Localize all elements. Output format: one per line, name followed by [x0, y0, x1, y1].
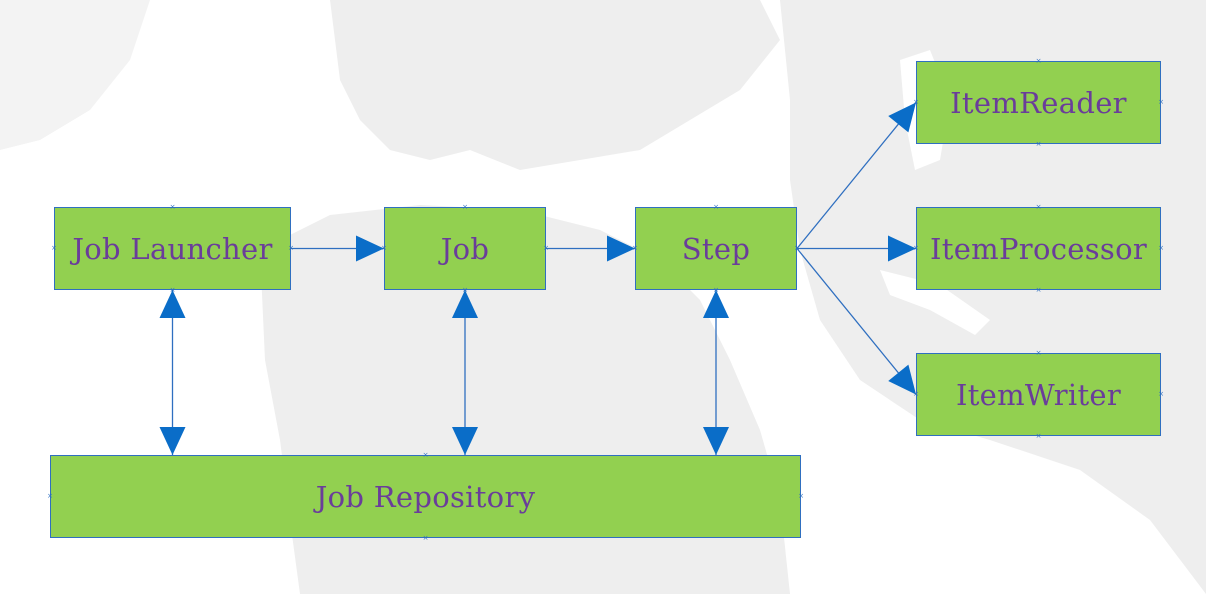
item-writer-box[interactable]: ItemWriter — [916, 353, 1161, 436]
connector-step-to-item-reader[interactable] — [796, 102, 917, 249]
map-landmass-asia — [780, 0, 1206, 594]
job-launcher-label: Job Launcher — [72, 231, 273, 266]
arrowhead-job-launcher-to-job-icon — [356, 235, 384, 262]
map-landmass-europe — [330, 0, 780, 185]
job-repository-label: Job Repository — [315, 479, 536, 514]
connector-step-to-item-writer[interactable] — [796, 248, 917, 395]
arrowhead-job-launcher-to-job-repository-icon — [159, 427, 186, 455]
arrowhead-job-launcher-to-job-repository-reverse-icon — [159, 290, 186, 318]
arrowhead-step-to-job-repository-reverse-icon — [703, 290, 729, 318]
map-water-mediterranean — [450, 150, 690, 225]
step-box[interactable]: Step — [635, 207, 797, 290]
arrowhead-step-to-job-repository-icon — [703, 427, 729, 455]
arrowhead-job-to-step-icon — [607, 235, 635, 262]
item-reader-box[interactable]: ItemReader — [916, 61, 1161, 144]
job-repository-box[interactable]: Job Repository — [50, 455, 801, 538]
job-label: Job — [440, 231, 490, 266]
item-processor-label: ItemProcessor — [930, 231, 1147, 266]
item-reader-label: ItemReader — [950, 85, 1127, 120]
item-writer-label: ItemWriter — [955, 377, 1122, 412]
map-water-persian-gulf — [880, 270, 990, 335]
arrowhead-step-to-item-processor-icon — [888, 235, 916, 262]
map-landmass-islands — [0, 0, 150, 150]
arrowhead-step-to-item-reader-icon — [888, 102, 916, 133]
arrowhead-job-to-job-repository-reverse-icon — [452, 290, 478, 318]
job-box[interactable]: Job — [384, 207, 546, 290]
step-label: Step — [681, 231, 751, 266]
arrowhead-job-to-job-repository-icon — [452, 427, 478, 455]
arrowhead-step-to-item-writer-icon — [888, 364, 916, 395]
job-launcher-box[interactable]: Job Launcher — [54, 207, 291, 290]
item-processor-box[interactable]: ItemProcessor — [916, 207, 1161, 290]
